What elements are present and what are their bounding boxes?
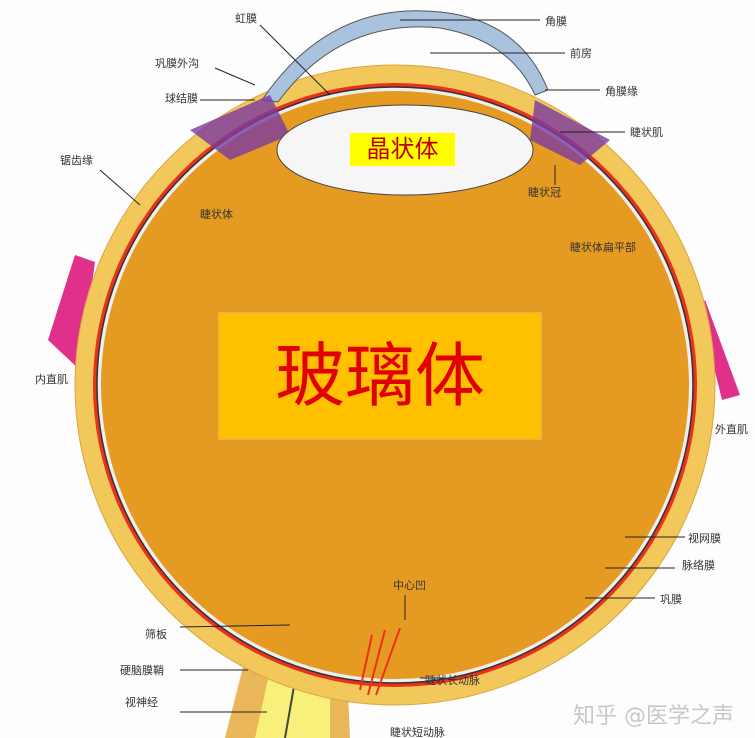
label-fovea: 中心凹 [393, 579, 426, 592]
label-ciliary-body: 睫状体 [200, 208, 233, 221]
anterior-opening [160, 60, 640, 120]
ciliary-body-left [190, 95, 290, 160]
label-short-ciliary-artery: 睫状短动脉 [390, 726, 445, 738]
label-anterior-chamber: 前房 [570, 47, 592, 60]
label-iris: 虹膜 [235, 12, 257, 25]
lateral-rectus-muscle [700, 300, 740, 400]
watermark: 知乎 @医学之声 [573, 704, 734, 729]
label-sclera: 巩膜 [660, 593, 682, 606]
label-scleral-sulcus: 巩膜外沟 [155, 57, 199, 70]
vitreous-label: 玻璃体 [218, 312, 542, 440]
label-ora-serrata: 锯齿缘 [60, 154, 93, 167]
leader-lines [99, 19, 685, 713]
ciliary-arteries [359, 627, 401, 696]
label-lamina-cribrosa: 筛板 [145, 628, 167, 641]
label-conjunctiva: 球结膜 [165, 92, 198, 105]
label-long-ciliary-artery: 睫状长动脉 [425, 674, 480, 687]
label-lateral-rectus: 外直肌 [715, 423, 748, 436]
label-medial-rectus: 内直肌 [35, 373, 68, 386]
label-choroid: 脉络膜 [682, 559, 715, 572]
label-retina: 视网膜 [688, 532, 721, 545]
label-ciliary-corona: 睫状冠 [528, 186, 561, 199]
label-dural-sheath: 硬脑膜鞘 [120, 664, 164, 677]
label-optic-nerve: 视神经 [125, 696, 158, 709]
lens-label: 晶状体 [350, 133, 455, 166]
label-ciliary-muscle: 睫状肌 [630, 126, 663, 139]
label-limbus: 角膜缘 [605, 85, 638, 98]
label-pars-plana: 睫状体扁平部 [570, 241, 636, 254]
label-cornea: 角膜 [545, 15, 567, 28]
